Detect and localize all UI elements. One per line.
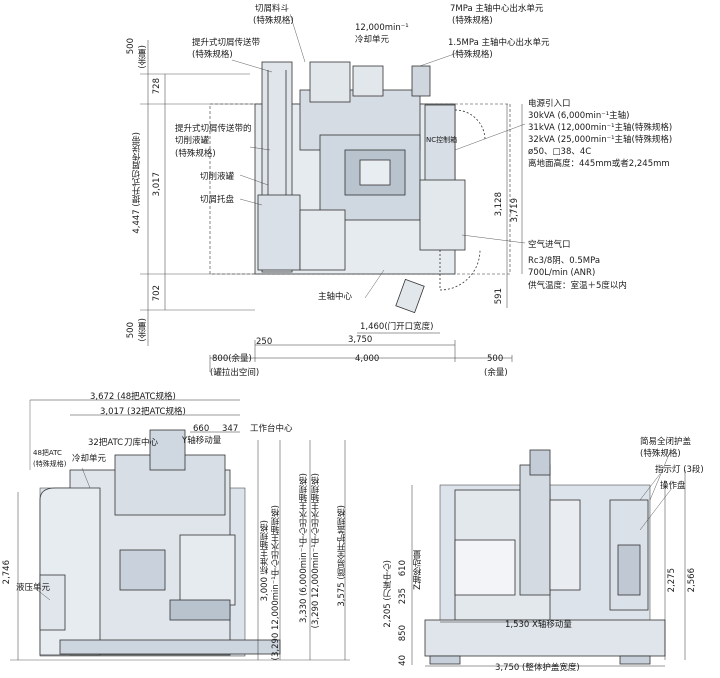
- label-hydraulic: 液压单元: [16, 583, 51, 593]
- dim-500-top-note: (余量): [138, 45, 148, 69]
- dim-800: 800(余量): [212, 354, 252, 364]
- dim-347: 347: [222, 424, 239, 434]
- plan-view: [140, 13, 526, 372]
- air-line-1: Rc3/8阴、0.5MPa: [528, 256, 601, 266]
- dim-2746: 2,746: [2, 560, 12, 585]
- side-view: [411, 449, 686, 667]
- label-coolant-tank: 切削液罐: [200, 172, 235, 182]
- dim-3750: 3,750: [348, 335, 373, 345]
- dim-z-travel: Z轴移动量: [413, 550, 423, 590]
- power-line-3: 32kVA (25,000min⁻¹主轴(特殊规格): [528, 135, 673, 145]
- label-lift-conveyor-spec: (特殊规格): [192, 50, 233, 60]
- dim-800-note: (罐拉出空间): [210, 368, 260, 378]
- label-enclosure-spec: (特殊规格): [640, 449, 681, 459]
- dim-side-width: 3,750 (整体护盖宽度): [495, 663, 580, 673]
- dim-1460: 1,460(门开口宽度): [360, 322, 434, 332]
- dim-500-top: 500: [126, 38, 136, 55]
- label-chip-bucket: 切屑料斗: [255, 4, 290, 14]
- dim-3672: 3,672 (48把ATC规格): [90, 392, 176, 402]
- power-line-1: 30kVA (6,000min⁻¹主轴): [528, 111, 630, 121]
- label-lamp: 指示灯 (3段): [655, 465, 704, 475]
- dim-3290: (3,290 12,000min⁻¹中心出水主轴规格): [271, 505, 281, 661]
- label-enclosure: 简易全闭护盖: [640, 437, 692, 447]
- air-line-2: 700L/min (ANR): [528, 268, 596, 278]
- dim-500-bot-note: (余量): [138, 318, 148, 342]
- label-chip-bucket-spec: (特殊规格): [253, 16, 294, 26]
- dim-3017: 3,017: [152, 172, 162, 197]
- dim-4447: 4,447 (提升式切屑传送带): [132, 132, 142, 234]
- dim-x-travel: 1,530 X轴移动量: [505, 620, 572, 630]
- label-atc48-spec: (特殊规格): [33, 460, 67, 468]
- label-lift-conveyor: 提升式切屑传送带: [192, 38, 261, 48]
- air-title: 空气进气口: [528, 240, 571, 250]
- dim-40: 40: [398, 655, 408, 666]
- dim-850: 850: [398, 625, 408, 642]
- power-line-5: 离地面高度：445mm或者2,245mm: [528, 159, 670, 169]
- label-thru-7mpa-spec: (特殊规格): [452, 16, 493, 26]
- label-nc-panel: NC控制箱: [426, 136, 458, 144]
- dim-3575: 3,575 (简易全开护盖规格): [337, 505, 347, 607]
- dim-3128: 3,128: [494, 192, 504, 217]
- label-conveyor-tank-spec: (特殊规格): [175, 149, 216, 159]
- air-line-3: 供气温度：室温＋5度以内: [528, 281, 627, 291]
- label-chip-tray: 切屑托盘: [200, 195, 235, 205]
- dim-2275: 2,275: [667, 568, 677, 593]
- label-thru-15mpa-spec: (特殊规格): [452, 50, 493, 60]
- label-spindle-12000: 12,000min⁻¹: [355, 23, 409, 33]
- dim-500-bot: 500: [126, 322, 136, 339]
- dim-500-right-note: (余量): [484, 368, 508, 378]
- label-conveyor-tank-1: 提升式切屑传送带的: [175, 124, 252, 134]
- dim-4000: 4,000: [355, 354, 380, 364]
- label-front-coolant-unit: 冷却单元: [72, 454, 107, 464]
- dim-591: 591: [494, 288, 504, 305]
- dim-3017-front: 3,017 (32把ATC规格): [100, 407, 186, 417]
- dim-500-right: 500: [487, 354, 504, 364]
- dim-3290b: (3,290 12,000min⁻¹中心出水主轴规格): [311, 473, 321, 629]
- dim-610: 610: [398, 560, 408, 577]
- label-thru-7mpa: 7MPa 主轴中心出水单元: [450, 4, 544, 14]
- label-magazine-center: 刀库中心: [124, 438, 159, 448]
- label-conveyor-tank-2: 切削液罐: [175, 136, 210, 146]
- label-thru-15mpa: 1.5MPa 主轴中心出水单元: [448, 38, 550, 48]
- front-view: [10, 399, 350, 661]
- dim-728: 728: [152, 78, 162, 95]
- dim-3719: 3,719: [510, 198, 520, 223]
- power-title: 电源引入口: [528, 99, 571, 109]
- label-coolant-unit: 冷却单元: [355, 35, 390, 45]
- label-atc32: 32把ATC: [88, 438, 124, 448]
- label-y-travel: Y轴移动量: [182, 436, 222, 446]
- dim-3000: 3,000 标准主轴规格): [260, 520, 270, 602]
- dim-250: 250: [256, 337, 273, 347]
- label-atc48: 48把ATC: [33, 449, 62, 457]
- label-table-center: 工作台中心: [250, 424, 293, 434]
- dim-702: 702: [152, 285, 162, 302]
- dim-235: 235: [398, 588, 408, 605]
- label-spindle-center: 主轴中心: [318, 292, 353, 302]
- power-line-4: ø50、□38、4C: [528, 147, 592, 157]
- dim-3330: 3,330 (6,000min⁻¹中心出水主轴规格): [299, 473, 309, 623]
- label-op-panel: 操作盘: [660, 481, 686, 491]
- dim-2205: 2,205 (刀库中心): [383, 560, 393, 628]
- dim-660: 660: [193, 424, 210, 434]
- power-line-2: 31kVA (12,000min⁻¹主轴(特殊规格): [528, 123, 673, 133]
- dim-2566: 2,566: [687, 568, 697, 593]
